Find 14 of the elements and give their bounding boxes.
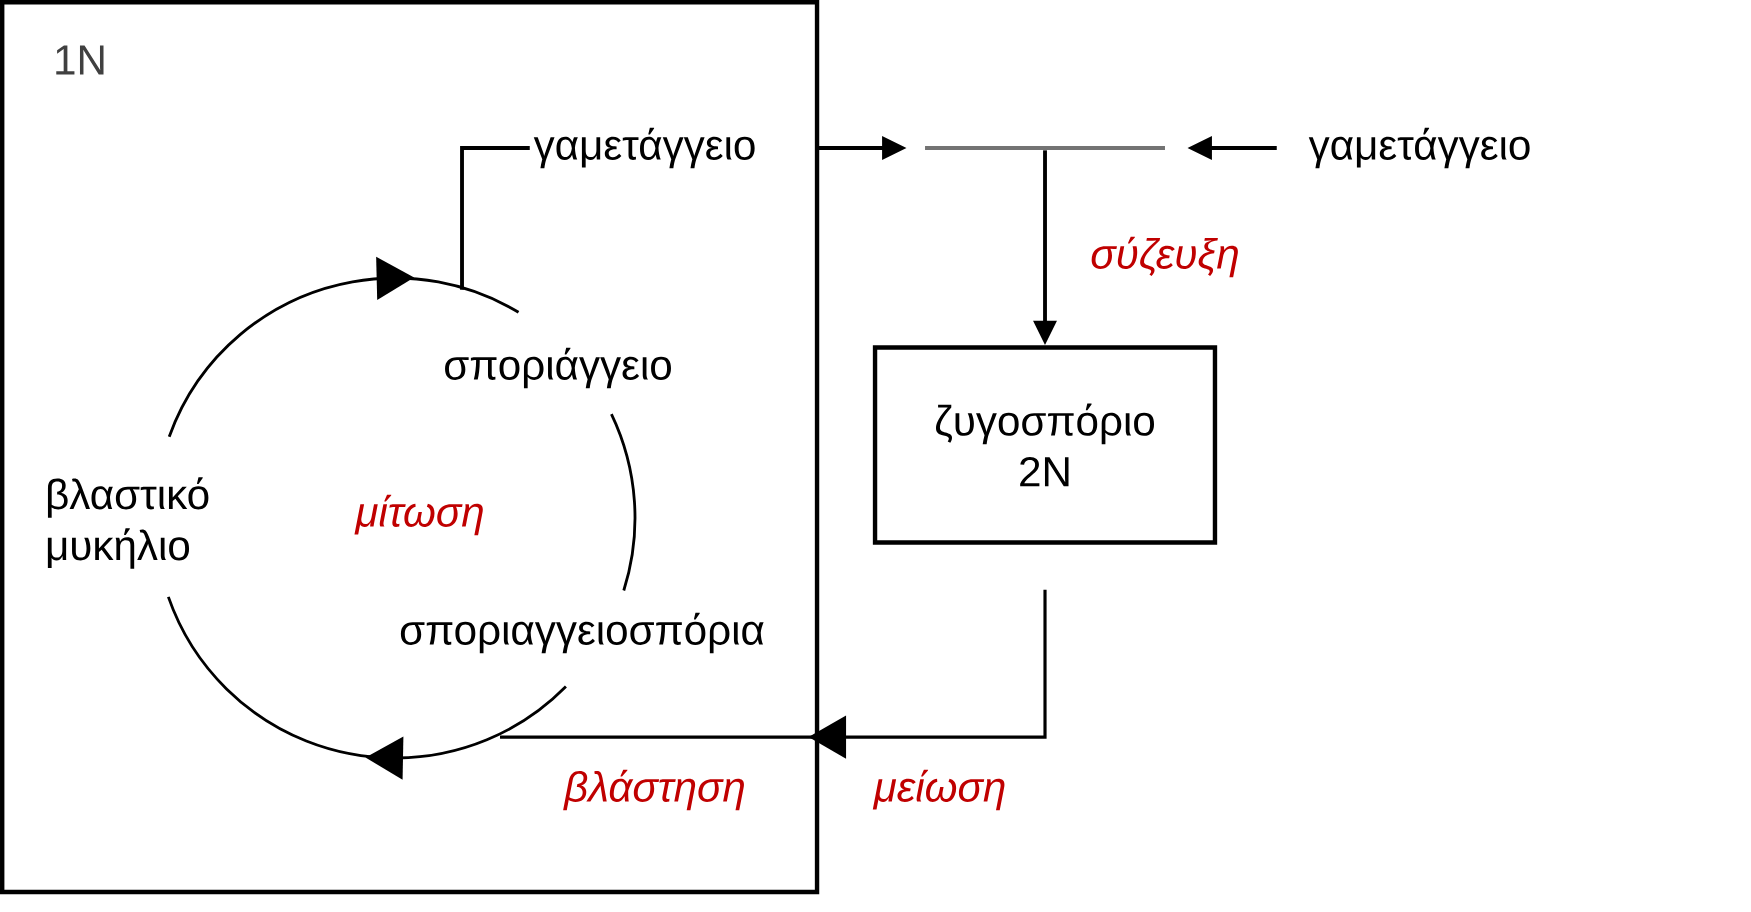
stage-label: σποριαγγειοσπόρια [400,612,764,654]
edge-label: μείωση [870,766,1010,814]
edge-label: βλάστηση [560,766,750,814]
arrow [167,596,567,780]
edge-label: σύζευξη [1086,233,1244,281]
arrow [167,256,520,438]
stage-label: γαμετάγγειο [1308,127,1530,169]
stage-label: σποριάγγειο [445,347,671,389]
process-label: μίτωση [354,494,483,536]
process-box: ζυγοσπόριο 2N [872,345,1218,545]
stage-label: βλαστικό μυκήλιο [47,477,209,569]
arrow [500,589,1047,759]
region-label: 1N [56,45,104,75]
stage-label: γαμετάγγειο [533,127,755,169]
